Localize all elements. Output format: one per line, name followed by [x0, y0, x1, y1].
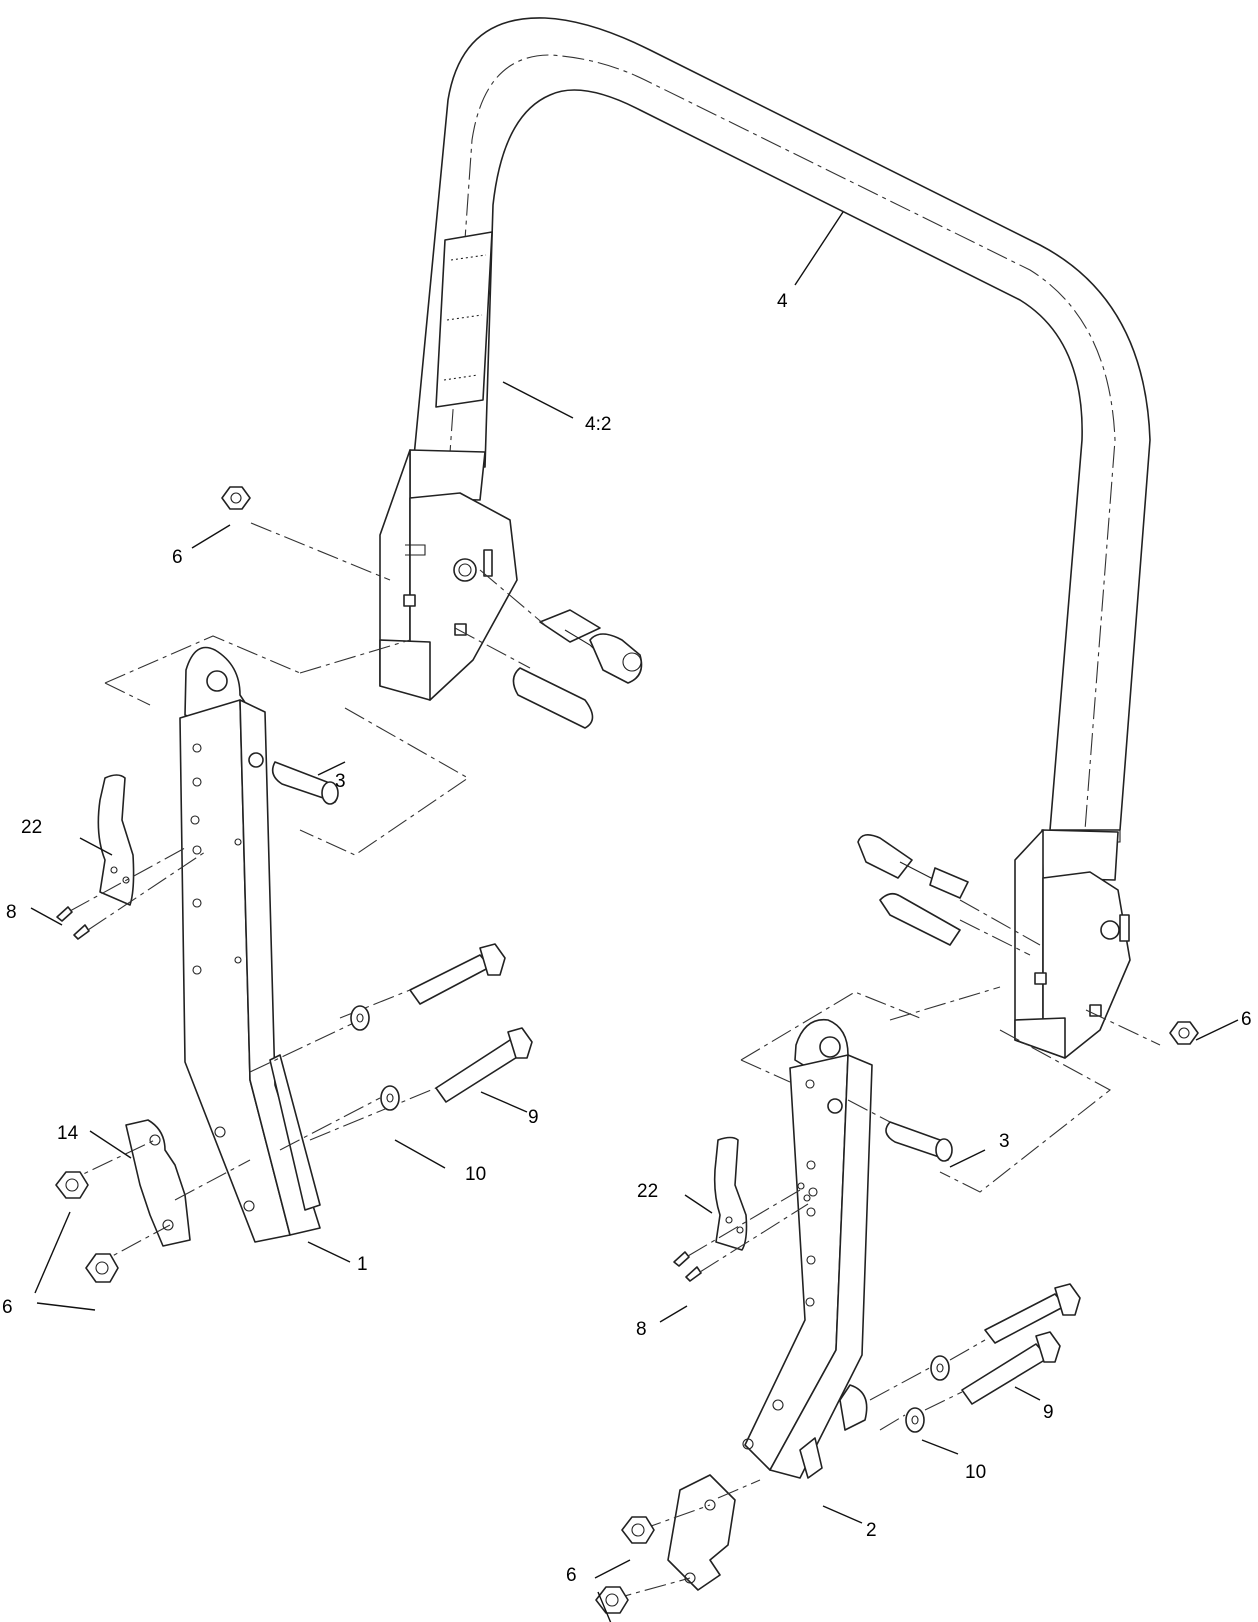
callout-6-left: 6 — [2, 1297, 13, 1318]
callout-3-right: 3 — [999, 1131, 1010, 1152]
decal-4-2 — [435, 231, 493, 408]
left-spacer-tube — [271, 761, 339, 805]
callout-6-right: 6 — [1241, 1009, 1252, 1030]
right-rivets — [673, 1189, 809, 1282]
hoop-pin-left — [512, 609, 643, 729]
callout-labels: 4 4:2 6 3 22 8 9 14 10 6 1 6 3 22 8 9 10… — [2, 291, 1252, 1586]
callout-1: 1 — [357, 1254, 368, 1275]
hoop-right-bracket — [1014, 829, 1131, 1059]
callout-22-right: 22 — [637, 1181, 658, 1202]
right-bolts — [869, 1283, 1081, 1431]
top-flange-nut — [221, 486, 251, 510]
callout-10-right: 10 — [965, 1462, 986, 1483]
right-support-weldment — [742, 1018, 873, 1479]
callout-9-right: 9 — [1043, 1402, 1054, 1423]
right-flange-nuts — [595, 1516, 655, 1614]
callout-9-left: 9 — [528, 1107, 539, 1128]
callout-6-bottom: 6 — [566, 1565, 577, 1586]
hoop-pin-right — [857, 834, 969, 946]
left-backing-plate — [59, 1119, 251, 1269]
callout-3-left: 3 — [335, 771, 346, 792]
right-decal-bracket — [713, 1136, 811, 1251]
callout-22-left: 22 — [21, 817, 42, 838]
callout-leaders — [30, 211, 1239, 1622]
left-rivets — [56, 847, 206, 940]
roll-bar-hoop — [412, 17, 1151, 843]
callout-8-left: 8 — [6, 902, 17, 923]
hoop-left-bracket — [379, 449, 518, 701]
right-spacer-tube — [847, 1099, 953, 1162]
callout-8-right: 8 — [636, 1319, 647, 1340]
left-decal-bracket — [97, 774, 135, 906]
callout-4-2: 4:2 — [585, 414, 611, 435]
right-side-flange-nut — [1169, 1021, 1199, 1045]
callout-4: 4 — [777, 291, 788, 312]
right-washers — [905, 1355, 950, 1433]
callout-10-left: 10 — [465, 1164, 486, 1185]
callout-14: 14 — [57, 1123, 79, 1144]
callout-6-top: 6 — [172, 547, 183, 568]
callout-2: 2 — [866, 1520, 877, 1541]
left-support-weldment — [179, 646, 321, 1243]
left-bolts — [249, 943, 533, 1151]
left-flange-nuts — [55, 1171, 119, 1283]
left-washers — [350, 1005, 400, 1111]
